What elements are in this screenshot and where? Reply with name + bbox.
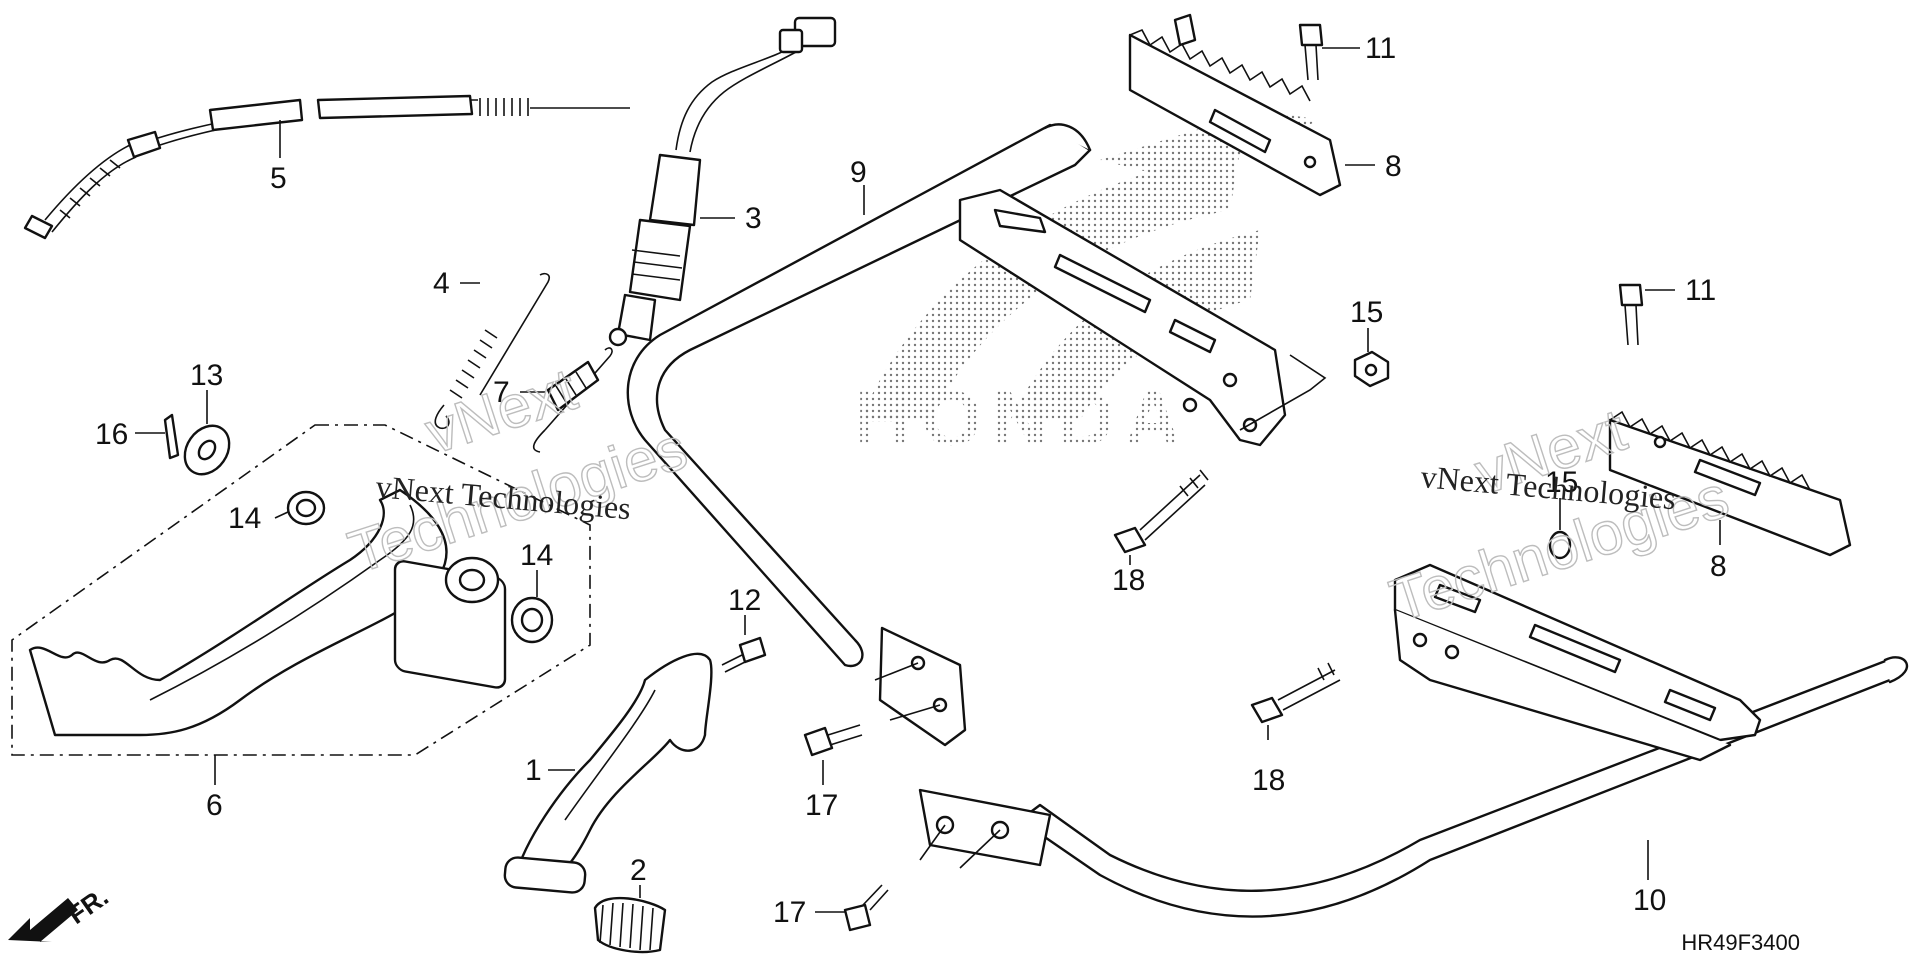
part-1-pedal-arm: 1 [503,652,713,894]
callout-14a: 14 [228,502,261,535]
front-direction-indicator: FR. [8,881,114,942]
front-label: FR. [62,881,114,930]
diagram-code: HR49F3400 [1681,930,1800,955]
part-3-brake-switch: 3 [608,16,837,347]
part-11-bolt-lower: 11 [1618,274,1716,346]
callout-10: 10 [1633,884,1666,917]
callout-14b: 14 [520,539,553,572]
part-10-footpeg-bar-right: 10 [918,656,1909,918]
part-2-pedal-rubber: 2 [593,854,667,954]
callout-5: 5 [270,162,287,195]
part-4-return-spring: 4 [433,267,550,430]
callout-16: 16 [95,418,128,451]
part-18-bolt-upper: 18 [1112,469,1209,597]
callout-1: 1 [525,754,542,787]
part-12-bolt: 12 [721,584,767,673]
honda-logo-text: HONDA [855,374,1191,462]
callout-17a: 17 [805,789,838,822]
callout-3: 3 [745,202,762,235]
callout-8b: 8 [1710,550,1727,583]
part-7-brake-spring: 7 [493,347,613,453]
part-15-nut-upper: 15 [1239,296,1390,431]
part-6-pedal-assembly: 14 14 6 [11,424,591,822]
callout-6: 6 [206,789,223,822]
callout-2: 2 [630,854,647,887]
part-17-bolt-lower: 17 [773,884,889,932]
part-9-footpeg-bar-left: 9 [626,123,1092,747]
part-8-footpeg-upper: 8 [1128,13,1402,197]
part-18-bolt-lower: 18 [1250,662,1341,797]
callout-15b: 15 [1545,466,1578,499]
callout-9: 9 [850,156,867,189]
callout-18b: 18 [1252,764,1285,797]
callout-11a: 11 [1365,32,1396,65]
part-16-cotter-pin: 16 [95,413,180,460]
callout-13: 13 [190,359,223,392]
callout-18a: 18 [1112,564,1145,597]
part-9-upper-bracket [958,188,1287,447]
callout-11b: 11 [1685,274,1716,307]
part-11-bolt-upper: 11 [1298,23,1396,81]
callout-7: 7 [493,376,510,409]
part-15-nut-lower: 15 [1545,466,1578,560]
part-8-footpeg-lower: 8 [1608,410,1852,583]
part-13-washer: 13 [183,359,231,476]
callout-8a: 8 [1385,150,1402,183]
part-10-lower-bracket [1393,563,1762,762]
callout-15a: 15 [1350,296,1383,329]
watermark-ghost-top-left: vNext [418,355,585,466]
part-5-brake-cable: 5 [23,94,630,240]
callout-12: 12 [728,584,761,617]
front-arrow-icon [8,898,78,942]
part-17-bolt-upper: 17 [803,724,863,822]
callout-17b: 17 [773,896,806,929]
callout-4: 4 [433,267,450,300]
